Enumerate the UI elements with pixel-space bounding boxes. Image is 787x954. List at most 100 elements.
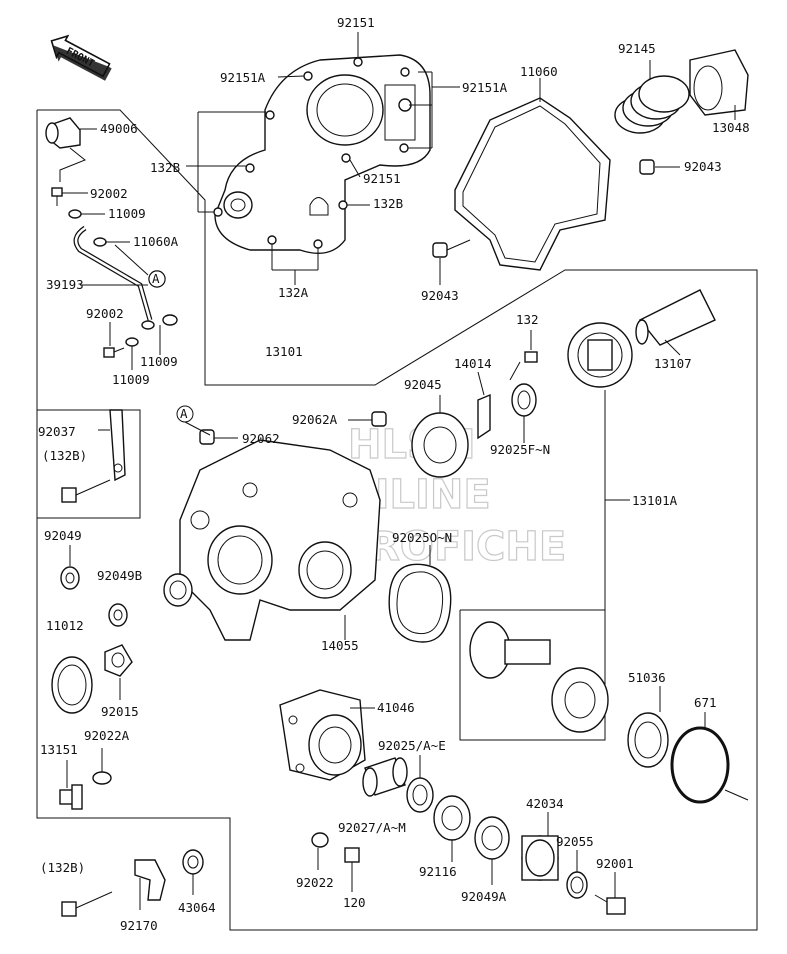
bevel-gear — [567, 322, 633, 388]
label-92037: 92037 — [38, 424, 76, 439]
label-132B-paren-1: (132B) — [42, 448, 87, 463]
washer-11009-top — [68, 209, 105, 219]
seal-92049A — [474, 816, 510, 885]
oil-seal-92049 — [60, 545, 80, 590]
bolt-92002-top — [51, 187, 88, 206]
label-92062A: 92062A — [292, 412, 338, 427]
bolt-132-top — [509, 330, 538, 381]
label-11009-right: 11009 — [140, 354, 178, 369]
label-92025-A-E: 92025/A~E — [378, 738, 446, 753]
group-outlines — [36, 109, 758, 931]
label-42034: 42034 — [526, 796, 564, 811]
spring — [614, 60, 690, 134]
label-13151: 13151 — [40, 742, 78, 757]
gasket-round — [388, 545, 452, 643]
cover-leaders — [186, 32, 460, 285]
seal-near-case — [163, 573, 193, 607]
bolt-92001 — [594, 872, 626, 915]
front-arrow-icon: FRONT — [50, 34, 112, 81]
label-132B-paren-2: (132B) — [40, 860, 85, 875]
callout-a-mid: A — [176, 405, 211, 436]
svg-text:A: A — [180, 406, 188, 421]
cap-11012 — [51, 656, 93, 714]
spline-shaft-13107 — [635, 289, 716, 356]
bolt-120 — [344, 847, 360, 892]
label-120: 120 — [343, 895, 366, 910]
o-ring-671 — [670, 712, 749, 804]
label-14014: 14014 — [454, 356, 492, 371]
coupling — [689, 49, 749, 120]
o-ring-92055 — [566, 850, 588, 899]
label-671: 671 — [694, 695, 717, 710]
part-labels: 92151 92151A 92151A 92151 132B 132B 132A… — [38, 15, 750, 933]
transmission-case — [179, 439, 381, 641]
washer-92022 — [311, 832, 329, 870]
label-92043-right: 92043 — [684, 159, 722, 174]
label-13048: 13048 — [712, 120, 750, 135]
callout-a-top: A — [148, 270, 166, 288]
label-11060: 11060 — [520, 64, 558, 79]
bolt-132B-lower — [61, 891, 113, 917]
label-51036: 51036 — [628, 670, 666, 685]
shim-92025AE — [406, 755, 434, 813]
label-13101A: 13101A — [632, 493, 678, 508]
washer-11009-right — [159, 314, 178, 355]
label-92049A: 92049A — [461, 889, 507, 904]
label-92116: 92116 — [419, 864, 457, 879]
grommet-43064 — [182, 849, 204, 895]
svg-text:A: A — [152, 271, 160, 286]
joint-42034 — [521, 812, 559, 881]
label-92001: 92001 — [596, 856, 634, 871]
drain-sensor-13151 — [59, 760, 83, 810]
washer-92022A — [92, 748, 112, 785]
label-92049B: 92049B — [97, 568, 142, 583]
label-92170: 92170 — [120, 918, 158, 933]
label-13107: 13107 — [654, 356, 692, 371]
pinion-gear-set — [459, 499, 630, 741]
label-132B-left: 132B — [150, 160, 180, 175]
label-92025F-N: 92025F~N — [490, 442, 550, 457]
label-39193: 39193 — [46, 277, 84, 292]
pin-92043-left — [432, 239, 471, 285]
label-132B-right: 132B — [373, 196, 403, 211]
label-11009-bottom: 11009 — [112, 372, 150, 387]
label-92151-top: 92151 — [337, 15, 375, 30]
label-132A: 132A — [278, 285, 309, 300]
bearing-92045 — [411, 395, 469, 478]
label-92002-top: 92002 — [90, 186, 128, 201]
label-92062: 92062 — [242, 431, 280, 446]
label-92043-left: 92043 — [421, 288, 459, 303]
label-13101: 13101 — [265, 344, 303, 359]
bolt-132B-upper — [61, 479, 111, 503]
label-92145: 92145 — [618, 41, 656, 56]
nut-92015 — [104, 644, 133, 700]
label-49006: 49006 — [100, 121, 138, 136]
label-43064: 43064 — [178, 900, 216, 915]
pin-92062 — [199, 429, 238, 445]
gasket — [454, 78, 611, 271]
label-92025O-N: 92025O~N — [392, 530, 452, 545]
pin-92043-right — [639, 159, 680, 175]
bracket-14014 — [477, 371, 491, 440]
label-132-top: 132 — [516, 312, 539, 327]
label-92022: 92022 — [296, 875, 334, 890]
breather-fitting — [45, 117, 97, 182]
label-92027-A-M: 92027/A~M — [338, 820, 406, 835]
label-92015: 92015 — [101, 704, 139, 719]
label-92151-lower: 92151 — [363, 171, 401, 186]
label-14055: 14055 — [321, 638, 359, 653]
collar-92027 — [362, 757, 408, 797]
label-92151A-right: 92151A — [462, 80, 508, 95]
bearing-92116 — [433, 795, 471, 862]
washer-11009-bottom — [125, 337, 139, 370]
seal-51036 — [627, 686, 669, 768]
clamp-plate — [98, 409, 126, 482]
label-11009-top: 11009 — [108, 206, 146, 221]
oil-seal-92049B — [108, 603, 128, 627]
pin-92062A — [348, 411, 387, 427]
label-92045: 92045 — [404, 377, 442, 392]
label-41046: 41046 — [377, 700, 415, 715]
label-92002-bottom: 92002 — [86, 306, 124, 321]
bearing-housing-41046 — [279, 689, 375, 781]
